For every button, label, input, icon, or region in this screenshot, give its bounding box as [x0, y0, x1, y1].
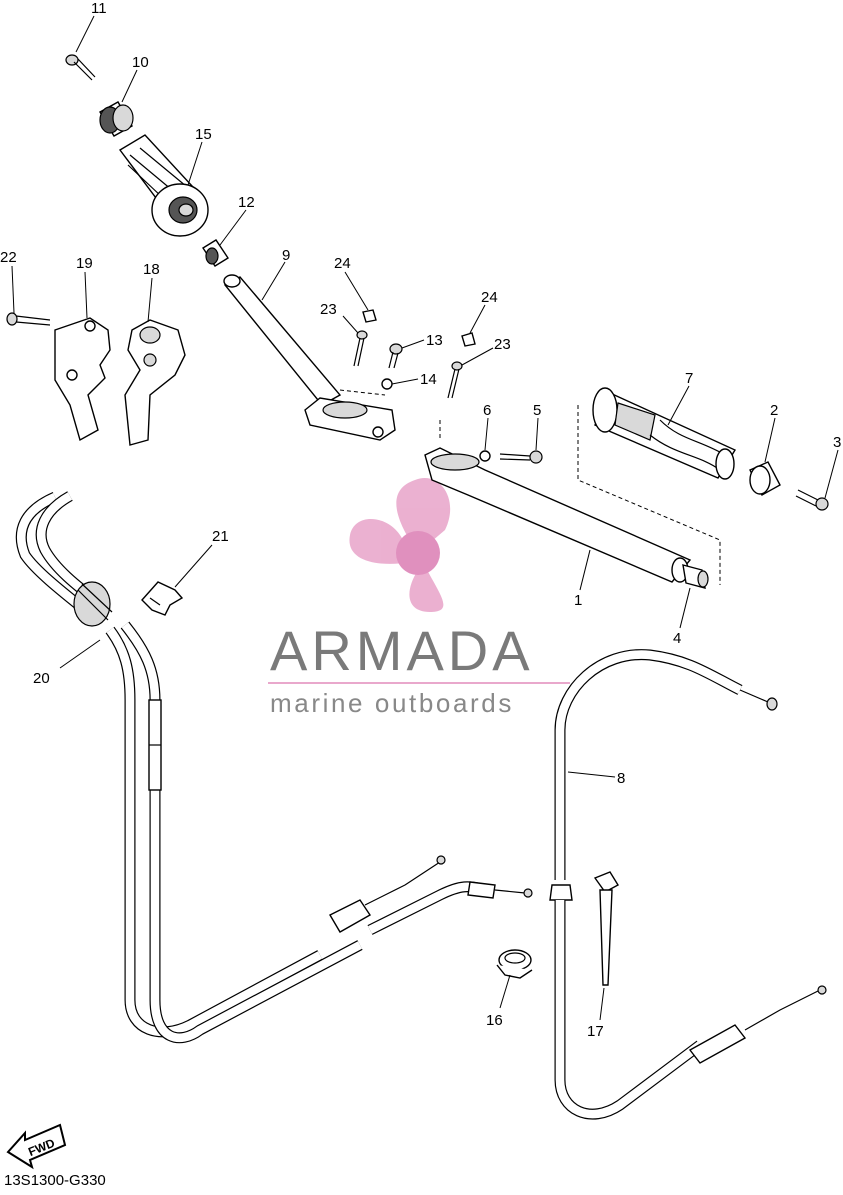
part-23b-bolt [447, 361, 463, 399]
part-4-end-plug [682, 564, 709, 589]
callout-21: 21 [212, 528, 229, 545]
part-22-bolt [6, 312, 51, 326]
part-3-bolt [795, 489, 829, 511]
callout-11: 11 [91, 0, 107, 17]
part-24b-nut [461, 332, 476, 347]
callout-17: 17 [587, 1023, 604, 1040]
callout-10: 10 [132, 54, 149, 71]
callout-9: 9 [282, 247, 290, 264]
callout-3: 3 [833, 434, 841, 451]
watermark-subtitle: marine outboards [270, 688, 514, 718]
part-19-switch-housing [54, 317, 111, 442]
part-15-throttle-grip [118, 134, 209, 237]
callout-24b: 24 [481, 289, 498, 306]
callout-1: 1 [574, 592, 582, 609]
part-9-handlebar-left [223, 274, 396, 441]
assembly-reference-lines [339, 389, 721, 585]
part-21-clamp [141, 581, 184, 616]
diagram-code: 13S1300-G330 [4, 1172, 106, 1189]
callout-6: 6 [483, 402, 491, 419]
part-1-handlebar-right [424, 447, 692, 583]
part-13-screw [388, 343, 403, 369]
part-20-throttle-cables [15, 491, 533, 1044]
callout-18: 18 [143, 261, 160, 278]
part-16-clamp [496, 949, 533, 979]
watermark-propeller-logo [349, 478, 451, 612]
callout-13: 13 [426, 332, 443, 349]
callout-15: 15 [195, 126, 212, 143]
fwd-arrow: FWD [6, 1123, 67, 1170]
part-10-weight [99, 101, 134, 137]
part-14-washer [381, 378, 393, 390]
callout-2: 2 [770, 402, 778, 419]
callout-labels: 11 10 15 12 9 24 23 13 14 24 23 6 5 7 2 … [0, 0, 841, 1040]
leader-lines [11, 15, 839, 1021]
part-24a-nut [362, 309, 377, 323]
part-6-washer [479, 450, 491, 462]
part-2-weight-right [749, 461, 781, 496]
callout-12: 12 [238, 194, 255, 211]
callout-24a: 24 [334, 255, 351, 272]
callout-22: 22 [0, 249, 17, 266]
callout-8: 8 [617, 770, 625, 787]
part-23a-bolt [353, 330, 368, 367]
part-5-bolt [499, 450, 543, 464]
part-17-cable-tie [593, 871, 619, 986]
callout-4: 4 [673, 630, 681, 647]
part-8-clutch-cable [549, 649, 827, 1120]
callout-14: 14 [420, 371, 437, 388]
watermark-divider [268, 682, 570, 684]
callout-7: 7 [685, 370, 693, 387]
part-7-grip-right [592, 387, 737, 480]
callout-23b: 23 [494, 336, 511, 353]
part-11-bolt [65, 54, 96, 81]
watermark-title: ARMADA [270, 619, 534, 682]
callout-23a: 23 [320, 301, 337, 318]
callout-20: 20 [33, 670, 50, 687]
part-18-switch-housing [124, 319, 186, 446]
part-12-end-plug [202, 239, 229, 267]
callout-19: 19 [76, 255, 93, 272]
callout-16: 16 [486, 1012, 503, 1029]
callout-5: 5 [533, 402, 541, 419]
